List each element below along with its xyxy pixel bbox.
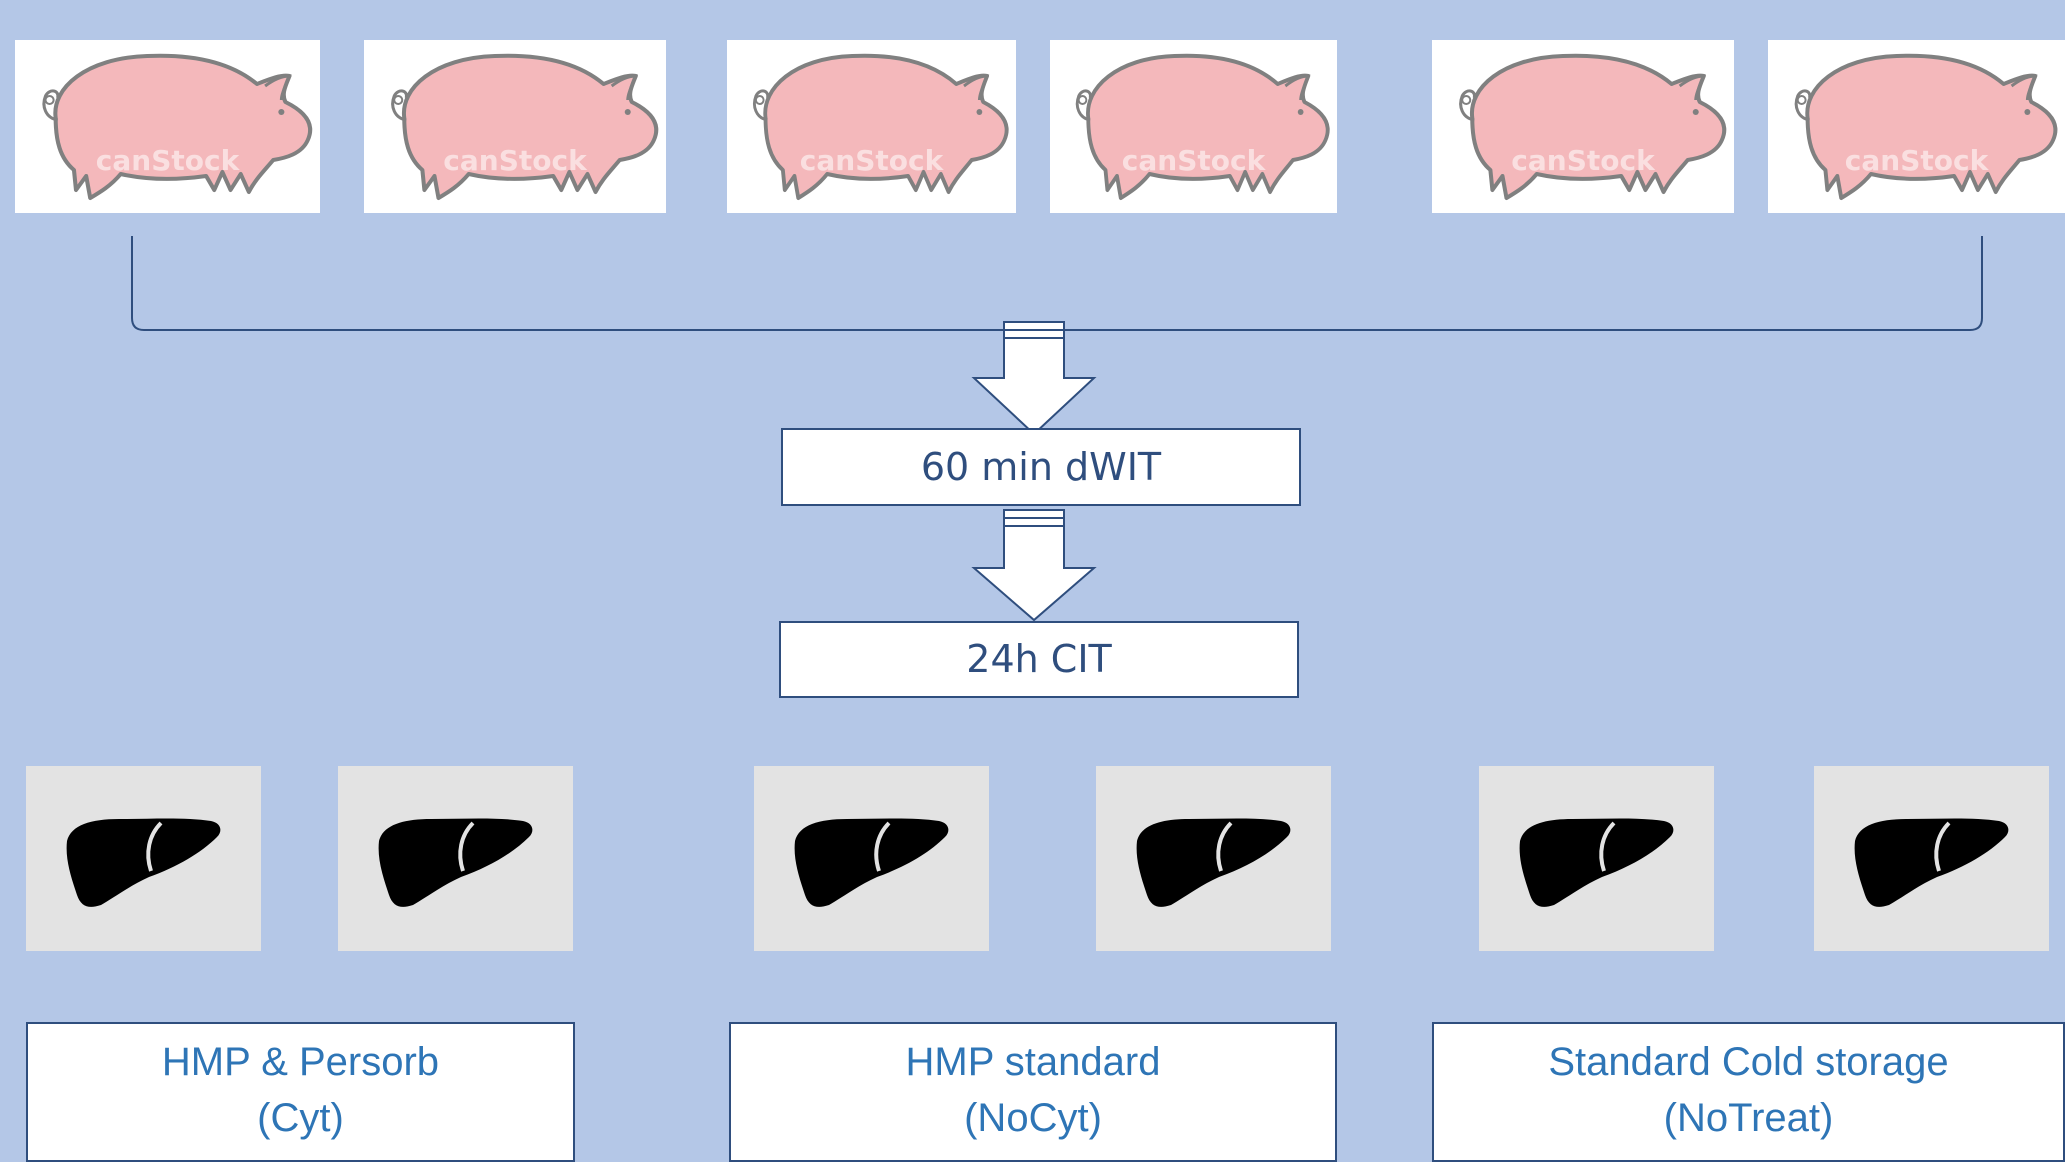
step-label-cit: 24h CIT <box>966 637 1112 681</box>
liver-icon <box>64 816 221 909</box>
pig-card-6: canStock <box>1768 40 2065 213</box>
watermark: canStock <box>95 144 240 177</box>
group-label-cyt-code: (Cyt) <box>257 1096 344 1140</box>
watermark: canStock <box>1511 144 1655 177</box>
pig-icon <box>1794 53 2058 200</box>
pig-icon <box>752 53 1009 200</box>
step-box-dwit: 60 min dWIT <box>781 428 1301 506</box>
step-box-cit: 24h CIT <box>779 621 1299 698</box>
group-box-cyt: HMP & Persorb (Cyt) <box>26 1022 575 1162</box>
watermark: canStock <box>1121 144 1266 177</box>
watermark: canStock <box>443 144 587 177</box>
study-design-diagram: canStock canStock canStock canStock canS… <box>15 40 2065 1162</box>
pig-icon <box>15 40 320 213</box>
arrow-to-dwit <box>971 321 1097 436</box>
arrow-to-cit <box>971 509 1097 622</box>
liver-card-6 <box>1814 766 2049 951</box>
pig-card-2: canStock <box>364 40 666 213</box>
pig-icon <box>1075 53 1330 200</box>
watermark: canStock <box>1844 144 1989 177</box>
liver-card-3 <box>754 766 989 951</box>
liver-card-5 <box>1479 766 1714 951</box>
group-label-notreat-code: (NoTreat) <box>1663 1096 1834 1140</box>
group-box-notreat: Standard Cold storage (NoTreat) <box>1432 1022 2065 1162</box>
pig-card-3: canStock <box>727 40 1016 213</box>
pig-card-1: canStock <box>15 40 320 213</box>
pig-card-4: canStock <box>1050 40 1337 213</box>
group-label-nocyt-code: (NoCyt) <box>964 1096 1102 1140</box>
pig-icon <box>1432 40 1734 213</box>
pig-icon <box>364 40 666 213</box>
liver-icon <box>1517 816 1674 909</box>
watermark: canStock <box>799 144 944 177</box>
liver-card-1 <box>26 766 261 951</box>
group-label-nocyt-name: HMP standard <box>905 1040 1161 1084</box>
pig-card-5: canStock <box>1432 40 1734 213</box>
liver-card-4 <box>1096 766 1331 951</box>
liver-icon <box>1852 816 2009 909</box>
liver-icon <box>1134 816 1291 909</box>
step-label-dwit: 60 min dWIT <box>920 445 1162 489</box>
group-box-nocyt: HMP standard (NoCyt) <box>729 1022 1337 1162</box>
group-label-cyt-name: HMP & Persorb <box>161 1040 440 1084</box>
liver-icon <box>376 816 533 909</box>
pig-group-bracket <box>131 236 1983 331</box>
group-label-notreat-name: Standard Cold storage <box>1548 1040 1949 1084</box>
liver-card-2 <box>338 766 573 951</box>
flow-connectors <box>131 236 1983 622</box>
liver-icon <box>792 816 949 909</box>
